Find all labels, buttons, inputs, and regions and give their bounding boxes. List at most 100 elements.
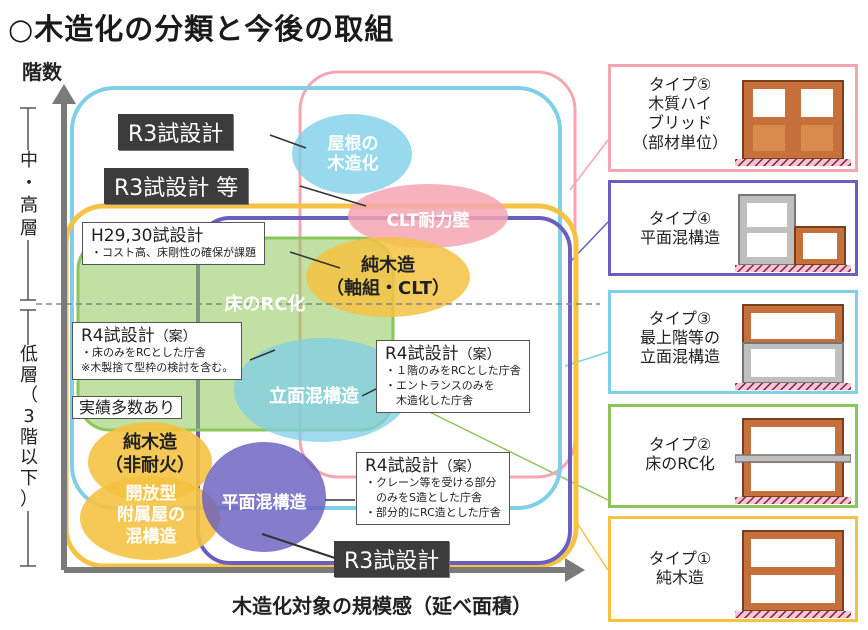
r4-elev-line: ・エントランスのみを xyxy=(385,379,495,393)
mid-high-char: 層 xyxy=(20,217,38,239)
r4-plan-mixed-note: R4試設計（案） ・クレーン等を受ける部分 のみをS造とした庁舎 ・部分的にRC… xyxy=(356,452,510,525)
open-annex-line: 附属屋の xyxy=(117,505,185,526)
roof-wood-line: 屋根の xyxy=(327,134,379,154)
type5-label: タイプ⑤ 木質ハイ ブリッド （部材単位） xyxy=(619,75,741,152)
open-annex-region xyxy=(80,476,220,560)
r4-plan-line: ・クレーン等を受ける部分 xyxy=(365,476,497,490)
type5-line: （部材単位） xyxy=(631,132,728,152)
plan-mixed-label: 平面混構造 xyxy=(221,493,307,513)
r4-plan-line: ・部分的にRC造とした庁舎 xyxy=(365,506,501,520)
x-axis-arrowhead xyxy=(565,558,585,582)
type5-box: タイプ⑤ 木質ハイ ブリッド （部材単位） xyxy=(608,64,858,172)
r4-elev-title: R4試設計 xyxy=(385,344,459,364)
connector-type1 xyxy=(574,519,609,571)
pure-wood-structure-icon xyxy=(735,530,851,618)
r4-floor-suffix: （案） xyxy=(154,329,197,345)
type5-line: タイプ⑤ xyxy=(648,75,712,94)
open-annex-line: 混構造 xyxy=(125,526,177,547)
r4-floor-title: R4試設計 xyxy=(81,326,155,346)
r4-floor-line: ・床のみをRCとした庁舎 xyxy=(81,346,206,360)
leader-r3-plan xyxy=(261,533,336,559)
low-rise-label: 低 層 （ 3 階 以 下 ） xyxy=(18,344,40,511)
roof-region xyxy=(292,114,412,194)
r4-elev-suffix: （案） xyxy=(458,347,501,363)
r4-floor-line: ※木製捨て型枠の検討を含む。 xyxy=(81,361,234,375)
h29-title: H29,30試設計 xyxy=(91,226,204,246)
pure-wood-clt-region xyxy=(306,237,470,317)
leader-r3-clt xyxy=(299,185,367,207)
mid-high-char: 高 xyxy=(20,195,38,216)
type5-line: 木質ハイ xyxy=(648,94,712,114)
rc-floor-structure-icon xyxy=(735,418,851,504)
low-rise-char: （ xyxy=(20,385,38,407)
type4-line: 平面混構造 xyxy=(639,228,720,248)
type1-label: タイプ① 純木造 xyxy=(619,549,741,587)
type3-line: 最上階等の xyxy=(639,328,720,348)
h29-note-line: ・コスト高、床剛性の確保が課題 xyxy=(91,246,256,260)
open-annex-line: 開放型 xyxy=(125,484,177,504)
track-record-note: 実績多数あり xyxy=(72,396,183,420)
type2-line: 床のRC化 xyxy=(645,454,715,474)
low-rise-char: 下 xyxy=(20,468,38,490)
type1-line: タイプ① xyxy=(648,549,712,568)
leader-r3-roof xyxy=(269,134,307,149)
y-axis-label: 階数 xyxy=(22,60,62,84)
low-rise-char: ） xyxy=(20,488,38,510)
r4-floor-rc-note: R4試設計（案） ・床のみをRCとした庁舎 ※木製捨て型枠の検討を含む。 xyxy=(72,322,243,381)
hybrid-structure-icon xyxy=(735,80,851,166)
r4-plan-line: のみをS造とした庁舎 xyxy=(365,491,482,505)
pure-wood-clt-line: 純木造 xyxy=(361,255,415,276)
pure-wood-clt-label: 純木造 （軸組・CLT） xyxy=(318,255,458,300)
plan-mixed-region xyxy=(202,442,326,552)
elevation-mixed-label: 立面混構造 xyxy=(269,386,359,407)
type5-line: ブリッド xyxy=(647,113,712,133)
pure-wood-nonfire-line: 純木造 xyxy=(123,432,177,453)
page-title: ○木造化の分類と今後の取組 xyxy=(8,12,395,46)
type2-label: タイプ② 床のRC化 xyxy=(619,435,741,473)
elevation-mixed-region xyxy=(234,338,410,442)
roof-wood-line: 木造化 xyxy=(327,154,379,175)
type3-label: タイプ③ 最上階等の 立面混構造 xyxy=(619,309,741,367)
open-annex-label: 開放型 附属屋の 混構造 xyxy=(96,484,206,548)
x-axis-label: 木造化対象の規模感（延べ面積） xyxy=(232,594,532,618)
plan-mixed-structure-icon xyxy=(735,194,851,272)
low-rise-char: 3 xyxy=(23,406,35,428)
type1-line: 純木造 xyxy=(655,568,704,588)
r4-plan-suffix: （案） xyxy=(438,459,481,475)
r3-trial-design-tag-roof: R3試設計 xyxy=(118,114,234,150)
low-rise-char: 層 xyxy=(20,364,38,386)
roof-wood-label: 屋根の 木造化 xyxy=(308,134,398,175)
mid-high-char: 中 xyxy=(20,150,38,171)
type3-box: タイプ③ 最上階等の 立面混構造 xyxy=(608,290,858,394)
type2-line: タイプ② xyxy=(648,435,712,454)
type2-box: タイプ② 床のRC化 xyxy=(608,404,858,508)
type4-box: タイプ④ 平面混構造 xyxy=(608,180,858,276)
elevation-mixed-structure-icon xyxy=(735,304,851,390)
low-rise-char: 階 xyxy=(20,426,38,448)
type4-label: タイプ④ 平面混構造 xyxy=(619,209,741,247)
h29-trial-design-note: H29,30試設計 ・コスト高、床剛性の確保が課題 xyxy=(82,222,265,266)
r4-elev-line: ・１階のみをRCとした庁舎 xyxy=(385,364,521,378)
leader-h29 xyxy=(289,251,341,269)
mid-high-rise-label: 中 ・ 高 層 xyxy=(18,150,40,240)
leader-r4-elev xyxy=(361,387,379,397)
floor-rc-label: 床のRC化 xyxy=(224,294,306,315)
r4-plan-title: R4試設計 xyxy=(365,456,439,476)
pure-wood-nonfire-line: （非耐火） xyxy=(105,454,195,476)
connector-type3 xyxy=(564,351,609,367)
type3-line: 立面混構造 xyxy=(639,347,720,367)
r4-elev-line: 木造化した庁舎 xyxy=(385,394,473,408)
clt-wall-label: CLT耐力壁 xyxy=(386,211,470,231)
leader-r4-floor xyxy=(249,349,276,361)
type3-line: タイプ③ xyxy=(648,309,712,328)
r3-trial-design-tag-clt: R3試設計 等 xyxy=(104,168,249,204)
type4-line: タイプ④ xyxy=(648,209,712,228)
pure-wood-clt-line: （軸組・CLT） xyxy=(326,277,450,299)
y-axis-arrowhead xyxy=(52,84,76,104)
mid-high-char: ・ xyxy=(20,172,38,194)
r4-elevation-mixed-note: R4試設計（案） ・１階のみをRCとした庁舎 ・エントランスのみを 木造化した庁… xyxy=(376,340,530,413)
low-rise-char: 低 xyxy=(20,344,38,365)
pure-wood-nonfire-label: 純木造 （非耐火） xyxy=(100,432,200,477)
